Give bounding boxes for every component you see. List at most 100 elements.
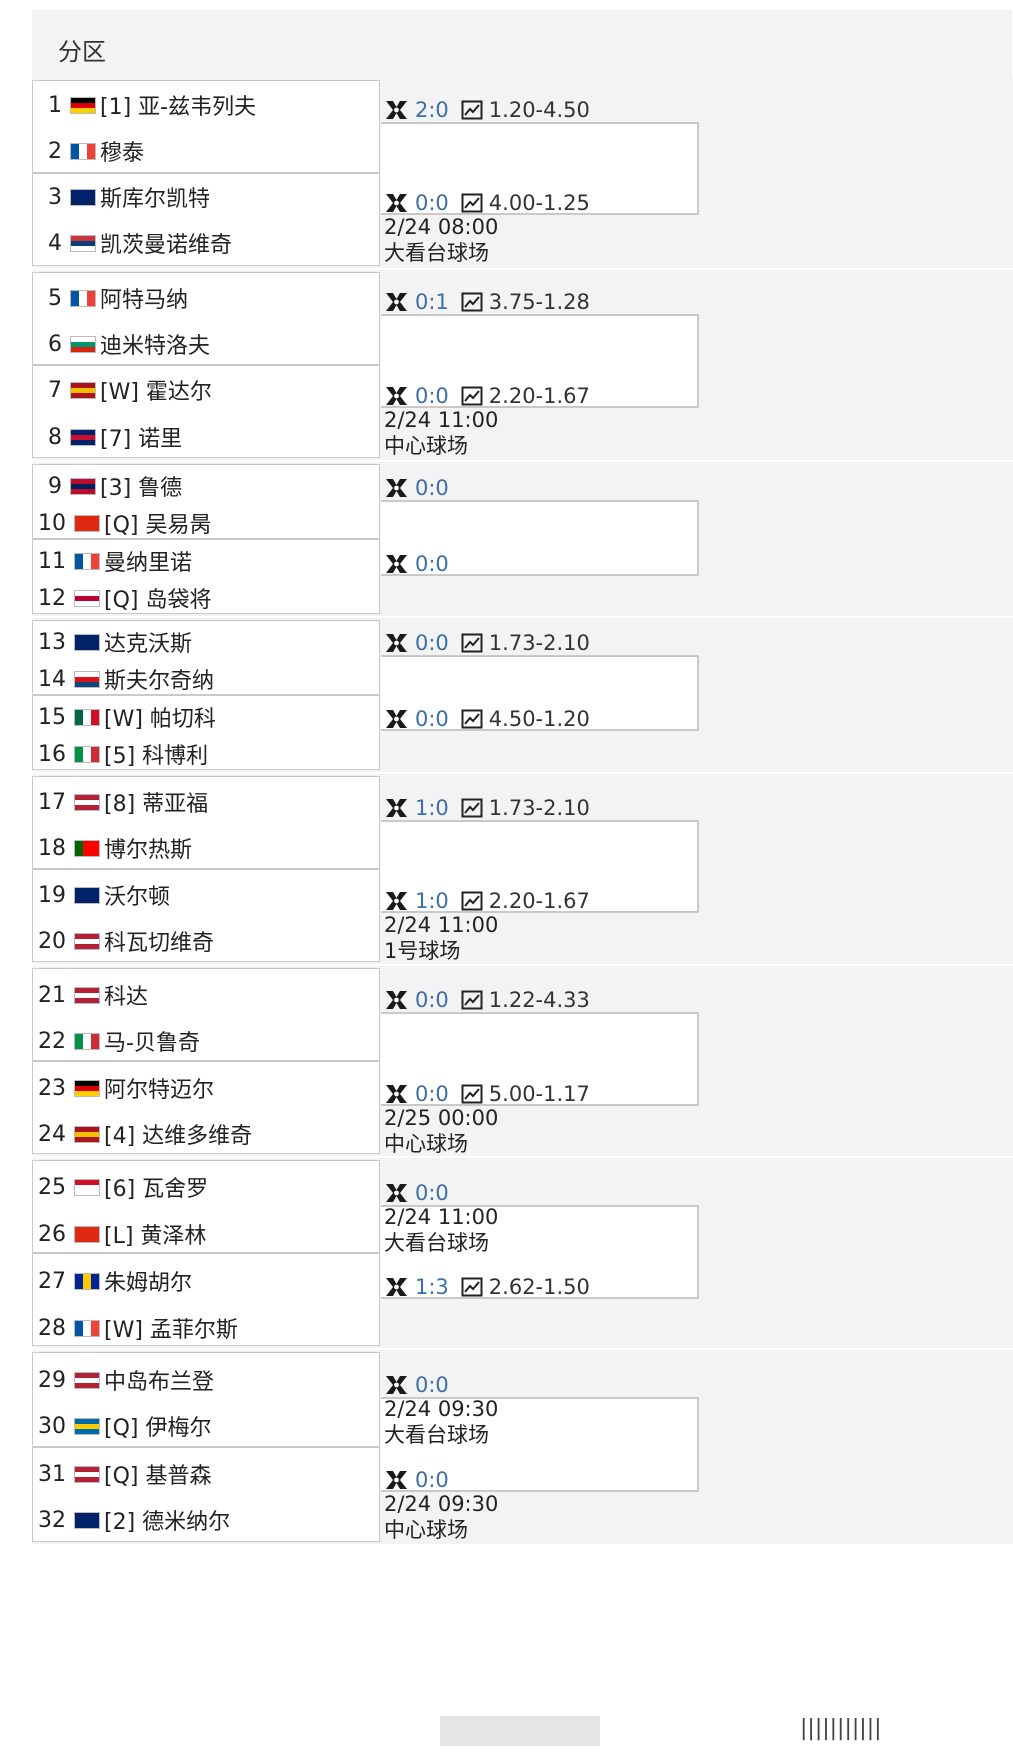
match-center-icon[interactable] xyxy=(384,797,409,819)
odds-chart-icon[interactable] xyxy=(461,386,483,406)
player-row[interactable]: 24[4] 达维多维奇 xyxy=(38,1119,253,1150)
player-name[interactable]: [W] 霍达尔 xyxy=(100,380,212,405)
match-score[interactable]: 0:0 xyxy=(415,1468,449,1492)
player-name[interactable]: [1] 亚-兹韦列夫 xyxy=(100,95,257,120)
odds-chart-icon[interactable] xyxy=(461,100,483,120)
player-row[interactable]: 31[Q] 基普森 xyxy=(38,1459,212,1490)
player-row[interactable]: 26[L] 黄泽林 xyxy=(38,1219,207,1250)
player-name[interactable]: [6] 瓦舍罗 xyxy=(104,1177,209,1202)
match-center-icon[interactable] xyxy=(384,477,409,499)
match-center-icon[interactable] xyxy=(384,632,409,654)
match-score[interactable]: 1:0 xyxy=(415,889,449,913)
player-name[interactable]: 曼纳里诺 xyxy=(104,551,193,576)
player-name[interactable]: 凯茨曼诺维奇 xyxy=(100,233,233,258)
match-center-icon[interactable] xyxy=(384,1083,409,1105)
player-name[interactable]: [W] 孟菲尔斯 xyxy=(104,1318,238,1343)
match-score[interactable]: 2:0 xyxy=(415,98,449,122)
player-name[interactable]: [5] 科博利 xyxy=(104,744,209,769)
player-name[interactable]: 博尔热斯 xyxy=(104,838,193,863)
match-center-icon[interactable] xyxy=(384,291,409,313)
player-name[interactable]: [Q] 基普森 xyxy=(104,1464,212,1489)
odds-chart-icon[interactable] xyxy=(461,891,483,911)
player-row[interactable]: 8[7] 诺里 xyxy=(38,422,183,453)
match-row[interactable]: 0:0 xyxy=(384,1179,461,1207)
player-name[interactable]: [Q] 吴易昺 xyxy=(104,513,212,538)
match-score[interactable]: 0:0 xyxy=(415,1181,449,1205)
player-name[interactable]: [4] 达维多维奇 xyxy=(104,1124,253,1149)
player-row[interactable]: 15[W] 帕切科 xyxy=(38,702,216,733)
player-row[interactable]: 9[3] 鲁德 xyxy=(38,471,183,502)
match-row[interactable]: 0:0 xyxy=(384,550,461,578)
match-center-icon[interactable] xyxy=(384,553,409,575)
player-name[interactable]: 斯库尔凯特 xyxy=(100,187,211,212)
match-score[interactable]: 0:0 xyxy=(415,707,449,731)
player-row[interactable]: 10[Q] 吴易昺 xyxy=(38,508,212,539)
odds-chart-icon[interactable] xyxy=(461,292,483,312)
match-center-icon[interactable] xyxy=(384,989,409,1011)
match-score[interactable]: 0:0 xyxy=(415,1082,449,1106)
player-row[interactable]: 16[5] 科博利 xyxy=(38,739,209,770)
player-name[interactable]: [7] 诺里 xyxy=(100,427,183,452)
player-name[interactable]: 迪米特洛夫 xyxy=(100,334,211,359)
match-row[interactable]: 0:0 xyxy=(384,474,461,502)
player-name[interactable]: 科达 xyxy=(104,985,149,1010)
match-center-icon[interactable] xyxy=(384,99,409,121)
odds-chart-icon[interactable] xyxy=(461,193,483,213)
player-name[interactable]: [Q] 伊梅尔 xyxy=(104,1416,212,1441)
player-row[interactable]: 1[1] 亚-兹韦列夫 xyxy=(38,90,257,121)
match-score[interactable]: 0:0 xyxy=(415,631,449,655)
match-score[interactable]: 0:0 xyxy=(415,988,449,1012)
odds-chart-icon[interactable] xyxy=(461,1084,483,1104)
match-score[interactable]: 1:0 xyxy=(415,796,449,820)
player-row[interactable]: 32[2] 德米纳尔 xyxy=(38,1505,231,1536)
odds-chart-icon[interactable] xyxy=(461,798,483,818)
player-name[interactable]: 斯夫尔奇纳 xyxy=(104,669,215,694)
match-center-icon[interactable] xyxy=(384,1276,409,1298)
match-score[interactable]: 0:0 xyxy=(415,476,449,500)
match-score[interactable]: 0:0 xyxy=(415,1373,449,1397)
player-row[interactable]: 25[6] 瓦舍罗 xyxy=(38,1172,209,1203)
player-name[interactable]: [Q] 岛袋将 xyxy=(104,588,212,613)
match-score[interactable]: 0:0 xyxy=(415,191,449,215)
player-name[interactable]: [3] 鲁德 xyxy=(100,476,183,501)
player-name[interactable]: [L] 黄泽林 xyxy=(104,1224,207,1249)
player-name[interactable]: 科瓦切维奇 xyxy=(104,931,215,956)
player-name[interactable]: [2] 德米纳尔 xyxy=(104,1510,231,1535)
match-center-icon[interactable] xyxy=(384,1374,409,1396)
match-row[interactable]: 0:0 xyxy=(384,1371,461,1399)
player-name[interactable]: 穆泰 xyxy=(100,141,145,166)
match-center-icon[interactable] xyxy=(384,385,409,407)
match-center-icon[interactable] xyxy=(384,890,409,912)
match-center-icon[interactable] xyxy=(384,1182,409,1204)
match-center-icon[interactable] xyxy=(384,192,409,214)
odds-chart-icon[interactable] xyxy=(461,633,483,653)
player-name[interactable]: 马-贝鲁奇 xyxy=(104,1031,200,1056)
player-row[interactable]: 30[Q] 伊梅尔 xyxy=(38,1411,212,1442)
player-name[interactable]: 阿尔特迈尔 xyxy=(104,1078,215,1103)
player-name[interactable]: 朱姆胡尔 xyxy=(104,1271,193,1296)
